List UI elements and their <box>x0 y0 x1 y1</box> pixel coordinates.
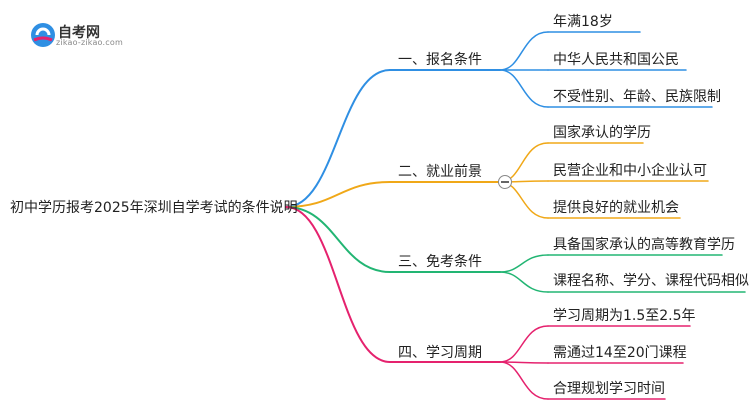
leaf-course-count[interactable]: 需通过14至20门课程 <box>553 345 687 361</box>
connector-registration-leaf-2 <box>499 69 549 108</box>
leaf-higher-education[interactable]: 具备国家承认的高等教育学历 <box>553 237 735 253</box>
leaf-age[interactable]: 年满18岁 <box>553 14 613 30</box>
connector-exemption-leaf-1 <box>499 271 549 293</box>
leaf-plan-time[interactable]: 合理规划学习时间 <box>553 381 665 397</box>
leaf-no-restriction[interactable]: 不受性别、年龄、民族限制 <box>553 89 721 105</box>
connector-root-employment <box>285 181 391 208</box>
logo-name: 自考网 <box>58 25 100 41</box>
leaf-job-opportunity[interactable]: 提供良好的就业机会 <box>553 200 679 216</box>
logo-icon <box>31 23 55 47</box>
branch-label-exemption[interactable]: 三、免考条件 <box>398 254 482 270</box>
leaf-similar-courses[interactable]: 课程名称、学分、课程代码相似 <box>553 273 749 289</box>
collapse-toggle-button[interactable] <box>498 175 512 189</box>
root-topic[interactable]: 初中学历报考2025年深圳自学考试的条件说明 <box>10 200 298 216</box>
connector-period-leaf-0 <box>499 325 549 363</box>
leaf-study-duration[interactable]: 学习周期为1.5至2.5年 <box>553 308 696 324</box>
branch-label-registration[interactable]: 一、报名条件 <box>398 52 482 68</box>
leaf-citizen[interactable]: 中华人民共和国公民 <box>553 52 679 68</box>
leaf-enterprise-recognition[interactable]: 民营企业和中小企业认可 <box>553 163 707 179</box>
branch-label-employment[interactable]: 二、就业前景 <box>398 164 482 180</box>
branch-label-period[interactable]: 四、学习周期 <box>398 345 482 361</box>
site-logo <box>28 18 168 52</box>
connector-exemption-leaf-0 <box>499 254 549 273</box>
logo-url: zikao-zikao.com <box>56 38 123 47</box>
connector-root-registration <box>285 69 391 208</box>
connector-root-exemption <box>285 206 391 273</box>
connector-root-period <box>285 206 391 363</box>
connector-period-leaf-2 <box>499 361 549 400</box>
connector-registration-leaf-0 <box>499 31 549 71</box>
leaf-recognized-degree[interactable]: 国家承认的学历 <box>553 125 651 141</box>
